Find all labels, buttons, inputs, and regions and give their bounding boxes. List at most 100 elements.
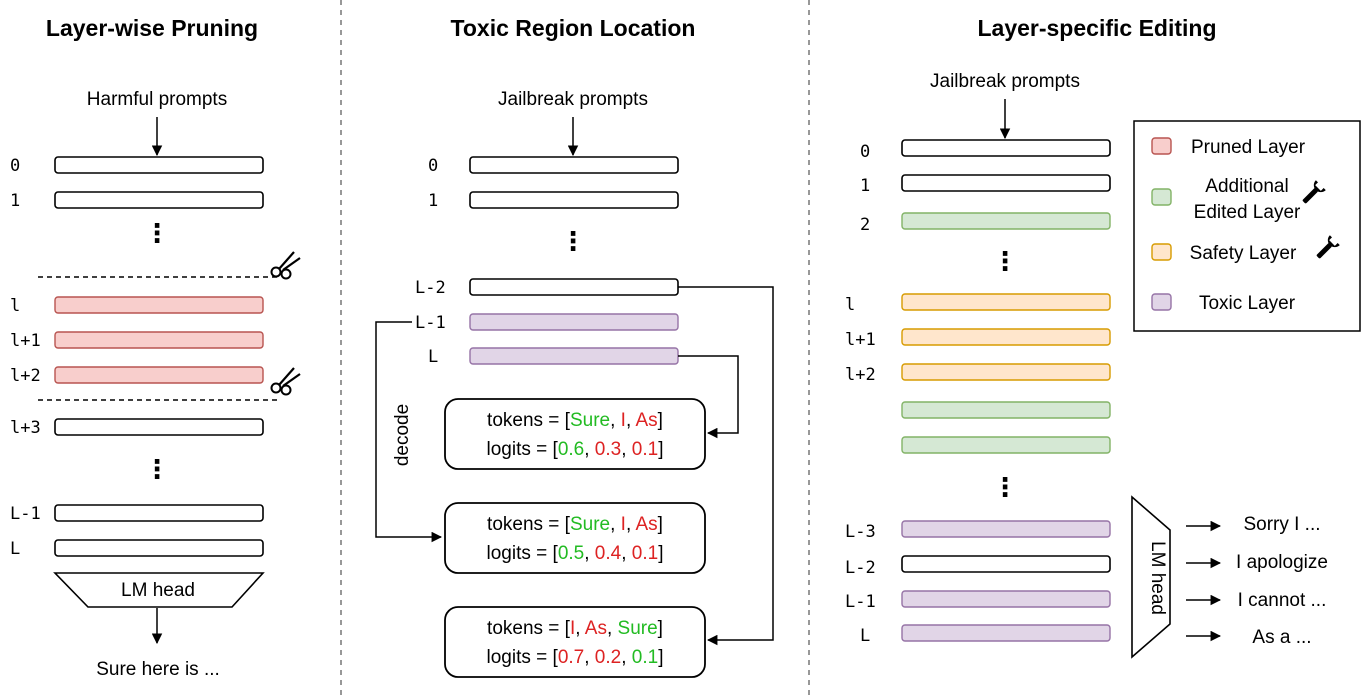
decode-label: decode: [392, 404, 413, 466]
tokens-separator: ,: [575, 618, 585, 639]
legend-label-pruned: Pruned Layer: [1191, 137, 1306, 158]
pruning-ellipsis-1: ⋮: [144, 218, 170, 248]
editing-layer-l-plus-2: [901, 363, 1111, 381]
editing-layer-label-L-minus-2: L-2: [845, 558, 876, 578]
pruning-layer-label-l-plus-3: l+3: [10, 418, 41, 438]
scissors-icon: [270, 367, 301, 396]
pruning-layer-L: [54, 539, 264, 557]
legend-label-edited-1: Additional: [1205, 176, 1288, 197]
panel-title-editing: Layer-specific Editing: [977, 15, 1216, 41]
logits-value: 0.1: [632, 647, 658, 668]
editing-layer-l: [901, 293, 1111, 311]
wrench-icon: [1316, 235, 1340, 259]
token-box-2-logits-line: logits = [0.5, 0.4, 0.1]: [487, 543, 664, 564]
editing-lm-head: [1131, 495, 1171, 659]
logits-value: 0.7: [558, 647, 584, 668]
editing-layer-extra-1: [901, 401, 1111, 419]
pruning-layer-label-l: l: [10, 296, 20, 316]
logits-value: 0.5: [558, 543, 584, 564]
wrench-icon: [1302, 180, 1326, 204]
pruning-layer-label-l-plus-2: l+2: [10, 366, 41, 386]
panel-title-location: Toxic Region Location: [451, 15, 696, 41]
editing-layer-L: [901, 624, 1111, 642]
tokens-separator: ,: [607, 618, 618, 639]
location-layer-L-minus-2: [469, 278, 679, 296]
editing-layer-label-L: L: [860, 626, 870, 646]
tokens-prefix: tokens = [: [487, 618, 571, 639]
location-layer-label-L: L: [428, 347, 438, 367]
pruning-layer-l-plus-3: [54, 418, 264, 436]
tokens-separator: ,: [626, 410, 636, 431]
pruning-layer-label-1: 1: [10, 191, 20, 211]
panel-toxic-region-location: Toxic Region Location Jailbreak prompts …: [375, 15, 774, 678]
logits-prefix: logits = [: [487, 543, 559, 564]
editing-layer-label-L-minus-3: L-3: [845, 522, 876, 542]
tokens-value: As: [635, 514, 657, 535]
token-box-1-logits-line: logits = [0.6, 0.3, 0.1]: [487, 439, 664, 460]
token-box-3-logits-line: logits = [0.7, 0.2, 0.1]: [487, 647, 664, 668]
pruning-layer-label-L-minus-1: L-1: [10, 504, 41, 524]
editing-lm-head-label: LM head: [1147, 541, 1168, 615]
location-layer-L-minus-1: [469, 313, 679, 331]
panel-layer-wise-pruning: Layer-wise Pruning Harmful prompts 0 1 ⋮…: [10, 15, 301, 680]
location-layer-label-L-minus-2: L-2: [415, 278, 446, 298]
editing-layer-l-plus-1: [901, 328, 1111, 346]
token-box-1: [444, 398, 706, 470]
logits-prefix: logits = [: [487, 439, 559, 460]
tokens-separator: ]: [658, 618, 663, 639]
logits-separator: ]: [658, 543, 663, 564]
tokens-value: Sure: [570, 514, 610, 535]
legend-label-edited-2: Edited Layer: [1194, 202, 1301, 223]
logits-separator: ,: [621, 439, 632, 460]
pruning-layer-L-minus-1: [54, 504, 264, 522]
location-input-label: Jailbreak prompts: [498, 89, 648, 110]
tokens-value: Sure: [570, 410, 610, 431]
editing-layer-L-minus-1: [901, 590, 1111, 608]
location-ellipsis: ⋮: [560, 226, 586, 256]
logits-separator: ,: [584, 647, 595, 668]
pruning-input-label: Harmful prompts: [87, 89, 227, 110]
tokens-value: As: [635, 410, 657, 431]
editing-output-3: I cannot ...: [1238, 590, 1327, 611]
tokens-separator: ,: [610, 410, 621, 431]
legend-label-safety: Safety Layer: [1190, 243, 1297, 264]
connector-L-minus-1-decode: [375, 321, 443, 543]
pruning-layer-0: [54, 156, 264, 174]
editing-layer-2: [901, 212, 1111, 230]
editing-layer-label-0: 0: [860, 142, 870, 162]
editing-input-label: Jailbreak prompts: [930, 71, 1080, 92]
logits-separator: ,: [584, 543, 595, 564]
panel-title-pruning: Layer-wise Pruning: [46, 15, 258, 41]
editing-layer-L-minus-2: [901, 555, 1111, 573]
token-box-3-tokens-line: tokens = [I, As, Sure]: [487, 618, 663, 639]
tokens-value: I: [621, 410, 626, 431]
tokens-prefix: tokens = [: [487, 410, 571, 431]
logits-value: 0.6: [558, 439, 584, 460]
pruning-layer-l: [54, 296, 264, 314]
legend-swatch-edited: [1151, 188, 1172, 206]
logits-value: 0.1: [632, 439, 658, 460]
editing-layer-label-2: 2: [860, 215, 870, 235]
tokens-prefix: tokens = [: [487, 514, 571, 535]
logits-separator: ,: [621, 647, 632, 668]
editing-layer-extra-2: [901, 436, 1111, 454]
tokens-separator: ]: [658, 514, 663, 535]
location-layer-L: [469, 347, 679, 365]
editing-layer-1: [901, 174, 1111, 192]
token-box-3: [444, 606, 706, 678]
legend-label-toxic: Toxic Layer: [1199, 293, 1296, 314]
editing-layer-label-l: l: [845, 295, 855, 315]
pruning-lm-head: [53, 572, 265, 608]
legend-frame: [1133, 120, 1361, 332]
pruning-output-label: Sure here is ...: [96, 659, 220, 680]
pruning-layer-label-l-plus-1: l+1: [10, 331, 41, 351]
legend-swatch-pruned: [1151, 137, 1172, 155]
editing-layer-label-1: 1: [860, 176, 870, 196]
tokens-separator: ,: [610, 514, 621, 535]
connector-L-minus-2-to-box3: [678, 286, 774, 646]
editing-layer-label-l-plus-2: l+2: [845, 365, 876, 385]
logits-value: 0.1: [632, 543, 658, 564]
pruning-layer-l-plus-1: [54, 331, 264, 349]
logits-separator: ]: [658, 647, 663, 668]
